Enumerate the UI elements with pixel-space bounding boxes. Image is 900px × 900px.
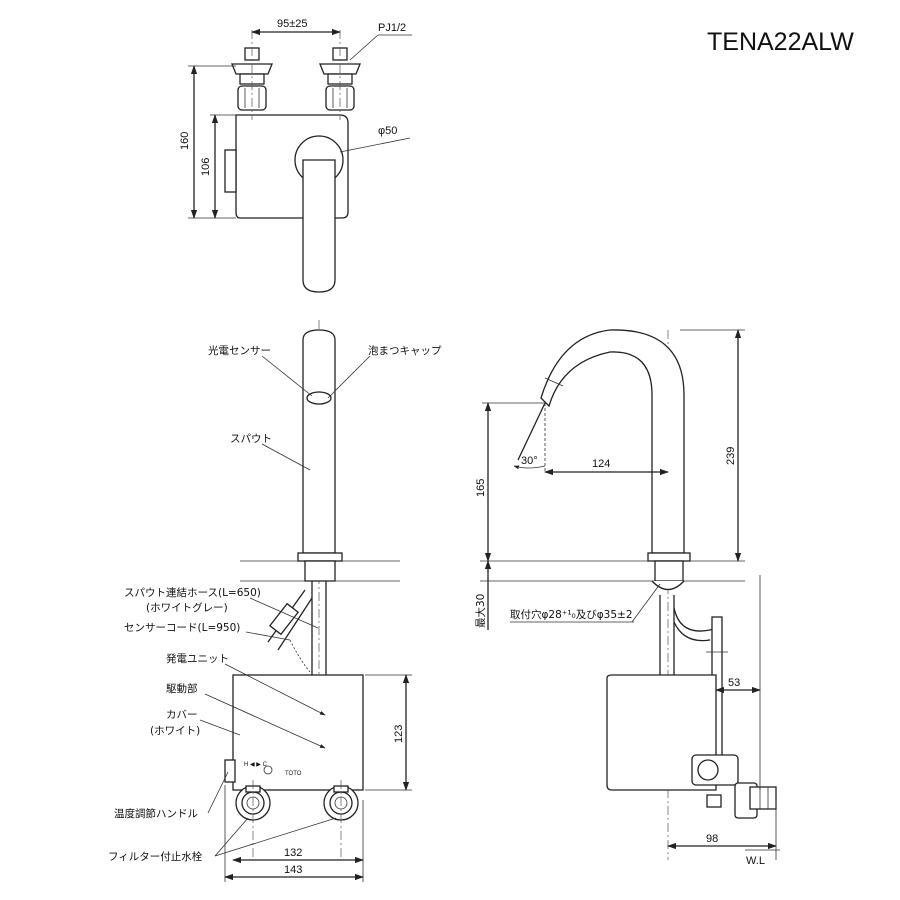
label-filter-valve: フィルター付止水栓 (108, 850, 203, 863)
spout-flange-front (297, 552, 343, 562)
dim-width-outer: 143 (284, 864, 302, 876)
label-spout-hose-color: (ホワイトグレー) (146, 601, 228, 614)
dim-height-outlet: 165 (475, 479, 487, 497)
photo-sensor-window (306, 391, 332, 405)
label-sensor-cord: センサーコード(L=950) (124, 622, 240, 634)
dim-inlet-spacing: 95±25 (277, 18, 308, 30)
label-spout-hose: スパウト連結ホース(L=650) (124, 586, 261, 599)
dim-width-inner: 132 (284, 847, 302, 859)
dim-mount-hole: 取付穴φ28⁺¹₀及びφ35±2 (510, 608, 633, 621)
hose-connector-front (268, 602, 300, 636)
dim-unit-height: 123 (393, 725, 405, 743)
dim-spout-dia: φ50 (378, 125, 397, 137)
label-aerator-cap: 泡まつキャップ (368, 344, 442, 357)
mount-nut-front (304, 560, 336, 582)
model-number: TENA22ALW (707, 28, 854, 56)
toto-mark: TOTO (285, 771, 302, 777)
spout-gooseneck-side (540, 329, 685, 554)
drive-unit-side (606, 674, 717, 791)
water-line-label: W.L (746, 855, 765, 867)
dim-height-total-side: 239 (725, 447, 737, 465)
spout-flange-side (647, 552, 691, 562)
mount-nut-side (654, 560, 684, 582)
label-spout: スパウト (230, 433, 272, 445)
dim-thread: PJ1/2 (378, 22, 406, 34)
side-handle-top (224, 149, 237, 193)
filter-valve-side (691, 754, 777, 819)
dim-height-body-top: 106 (200, 158, 212, 176)
dim-spray-angle: 30° (521, 455, 538, 467)
label-cover: カバー (166, 709, 198, 721)
label-drive-unit: 駆動部 (166, 682, 198, 695)
label-temp-handle: 温度調節ハンドル (114, 807, 198, 820)
dim-height-total-top: 160 (179, 132, 191, 150)
dim-reach: 124 (592, 458, 610, 470)
front-view: TOTO H ◀ ▶ C 光電センサー 泡まつキャップ スパウト スパウト連結ホ… (108, 320, 442, 882)
svg-text:H ◀ ▶ C: H ◀ ▶ C (244, 762, 268, 768)
spout-front (302, 329, 336, 554)
drive-unit-front (232, 674, 364, 791)
dim-depth: 98 (706, 833, 718, 845)
temp-handle-front (224, 759, 236, 783)
spout-arm-top (302, 159, 336, 293)
label-photo-sensor: 光電センサー (208, 344, 271, 357)
side-view: 30° 124 165 239 最大30 取付穴φ28⁺¹₀及びφ35±2 53… (474, 329, 780, 867)
top-view: 95±25 PJ1/2 φ50 160 106 (179, 18, 412, 293)
label-generator-unit: 発電ユニット (166, 652, 229, 665)
label-cover-color: (ホワイト) (150, 725, 200, 737)
dim-offset: 53 (728, 677, 740, 689)
dim-counter-max: 最大30 (474, 594, 487, 628)
